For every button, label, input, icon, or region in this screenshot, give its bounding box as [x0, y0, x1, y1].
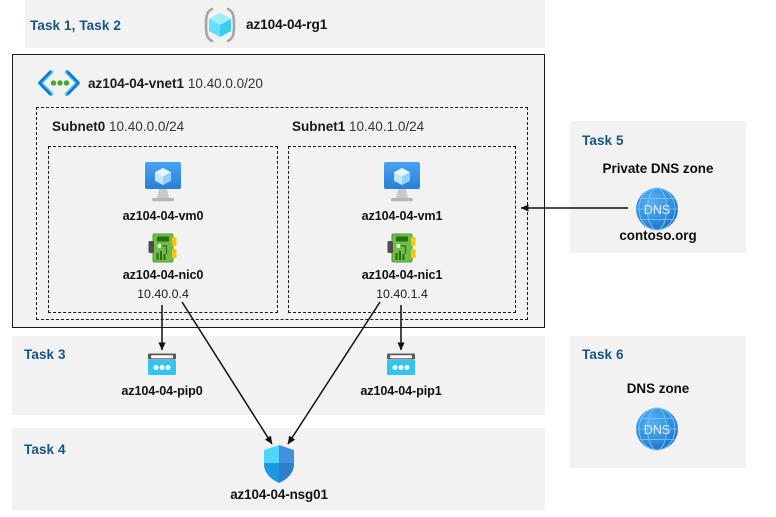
nic1-label: az104-04-nic1	[361, 268, 443, 282]
pip0-label: az104-04-pip0	[121, 384, 203, 398]
task5-panel	[570, 121, 746, 253]
vnet-name: az104-04-vnet1	[88, 76, 185, 91]
dns-zone-heading: DNS zone	[626, 381, 690, 396]
vm0-label: az104-04-vm0	[122, 209, 204, 223]
dns-zone-icon: DNS	[633, 405, 681, 453]
public-ip-address-icon	[145, 352, 179, 378]
dns-zone-icon: DNS	[633, 185, 681, 233]
subnet0-cidr: 10.40.0.0/24	[109, 119, 185, 134]
nsg-label: az104-04-nsg01	[230, 487, 328, 502]
private-dns-zone-name: contoso.org	[619, 228, 697, 243]
task1-task2-label: Task 1, Task 2	[30, 18, 121, 33]
task6-label: Task 6	[582, 347, 624, 362]
svg-text:DNS: DNS	[644, 423, 670, 437]
vnet-container	[12, 54, 545, 328]
nic0-ip: 10.40.0.4	[137, 287, 189, 301]
public-ip-address-icon	[384, 352, 418, 378]
subnet0-name: Subnet0	[52, 119, 106, 134]
task1-task2-panel	[25, 0, 545, 48]
task3-label: Task 3	[24, 347, 66, 362]
network-interface-icon	[384, 232, 420, 266]
subnet0-header: Subnet0 10.40.0.0/24	[52, 119, 184, 134]
private-dns-zone-heading: Private DNS zone	[602, 161, 714, 176]
virtual-machine-icon	[137, 160, 189, 204]
pip1-label: az104-04-pip1	[360, 384, 442, 398]
task4-label: Task 4	[24, 442, 66, 457]
subnet1-header: Subnet1 10.40.1.0/24	[292, 119, 424, 134]
resource-group-name: az104-04-rg1	[246, 17, 328, 32]
subnets-wrapper	[36, 107, 528, 320]
nic0-label: az104-04-nic0	[122, 268, 204, 282]
subnet1-cidr: 10.40.1.0/24	[349, 119, 425, 134]
subnet0-box	[48, 146, 278, 313]
virtual-network-icon	[36, 69, 82, 97]
vnet-cidr: 10.40.0.0/20	[187, 76, 263, 91]
subnet1-box	[288, 146, 516, 313]
task5-label: Task 5	[582, 133, 624, 148]
resource-group-icon	[201, 7, 239, 43]
network-interface-icon	[145, 232, 181, 266]
task3-panel	[12, 336, 545, 415]
vm1-label: az104-04-vm1	[361, 209, 443, 223]
network-security-group-icon	[262, 444, 296, 484]
virtual-machine-icon	[376, 160, 428, 204]
subnet1-name: Subnet1	[292, 119, 346, 134]
nic1-ip: 10.40.1.4	[376, 287, 428, 301]
vnet-header: az104-04-vnet1 10.40.0.0/20	[88, 76, 263, 91]
svg-text:DNS: DNS	[644, 203, 670, 217]
